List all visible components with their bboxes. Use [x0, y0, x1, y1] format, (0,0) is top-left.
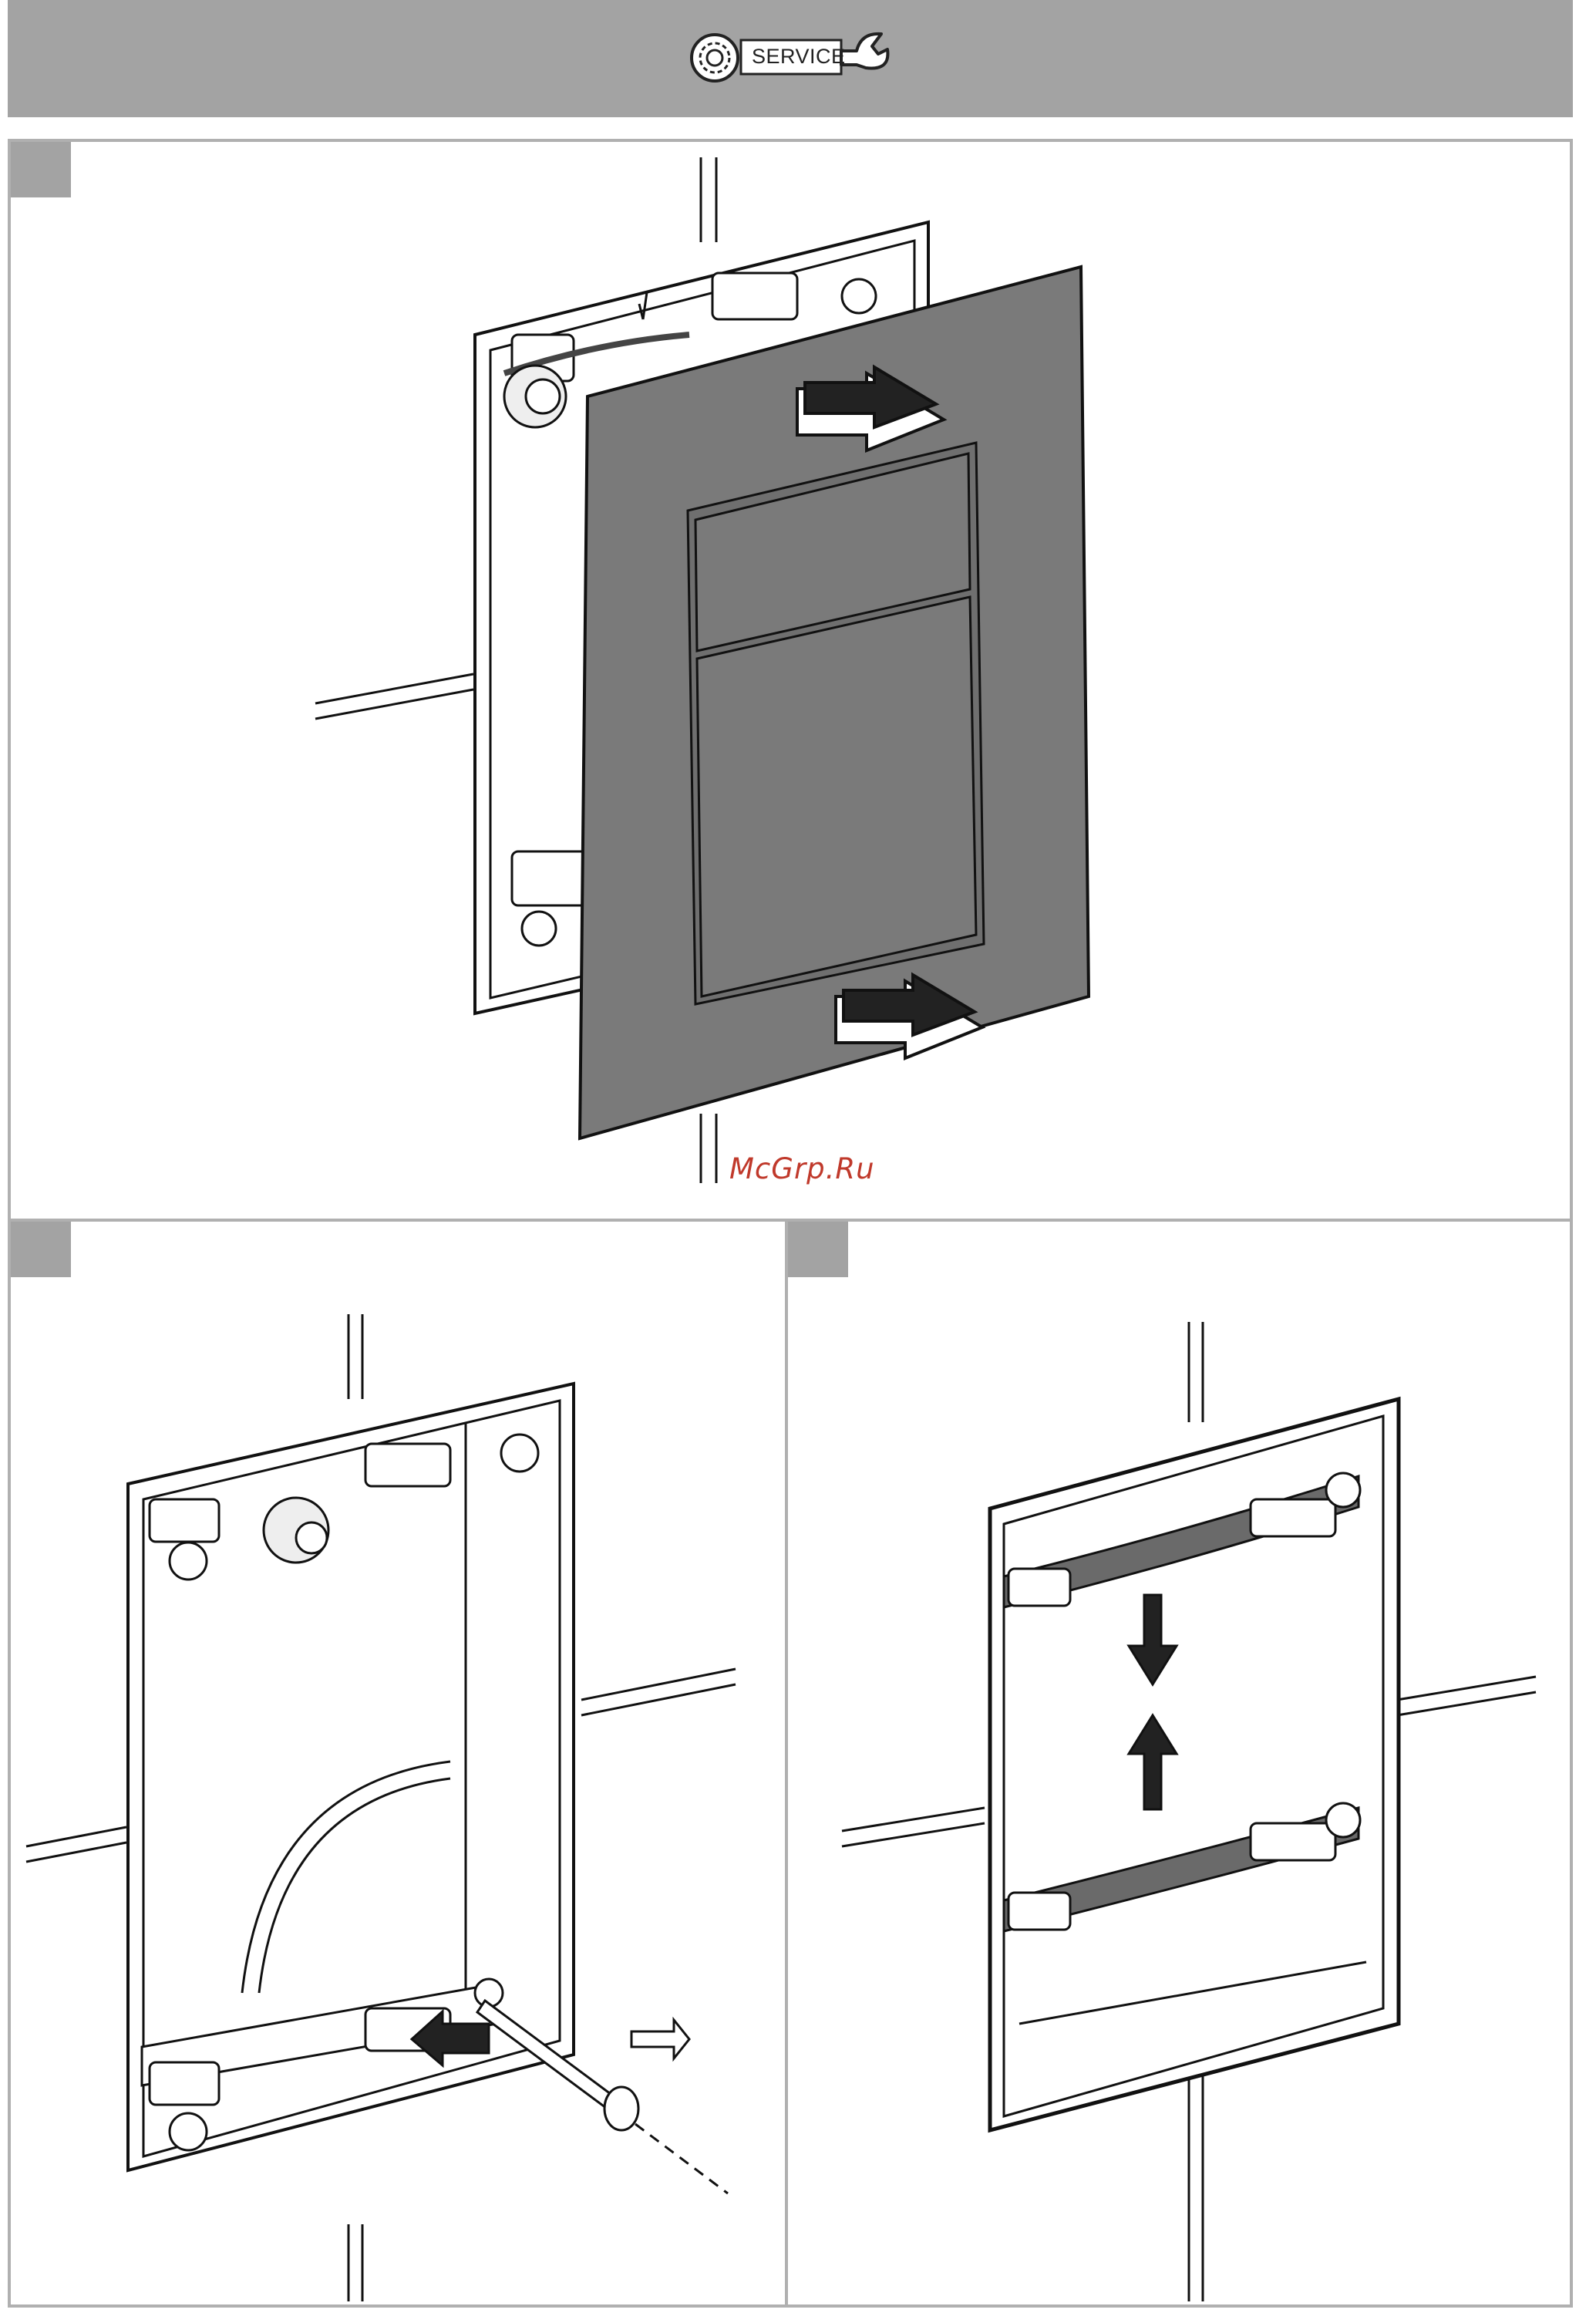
watermark-text: McGrp.Ru [729, 1152, 875, 1185]
wrench-icon [841, 34, 887, 69]
header-bar: SERVICE [8, 0, 1573, 117]
gear-icon [692, 35, 738, 81]
service-label: SERVICE [752, 45, 846, 69]
step-panel-1 [8, 139, 1573, 1222]
service-badge: SERVICE [682, 28, 898, 88]
step-panel-2 [8, 1219, 788, 2308]
illustration-adjust-brackets [788, 1222, 1573, 2308]
illustration-remove-plate [11, 142, 1573, 1222]
screw [477, 2001, 728, 2193]
illustration-insert-screw [11, 1222, 788, 2308]
step-panel-3 [785, 1219, 1573, 2308]
